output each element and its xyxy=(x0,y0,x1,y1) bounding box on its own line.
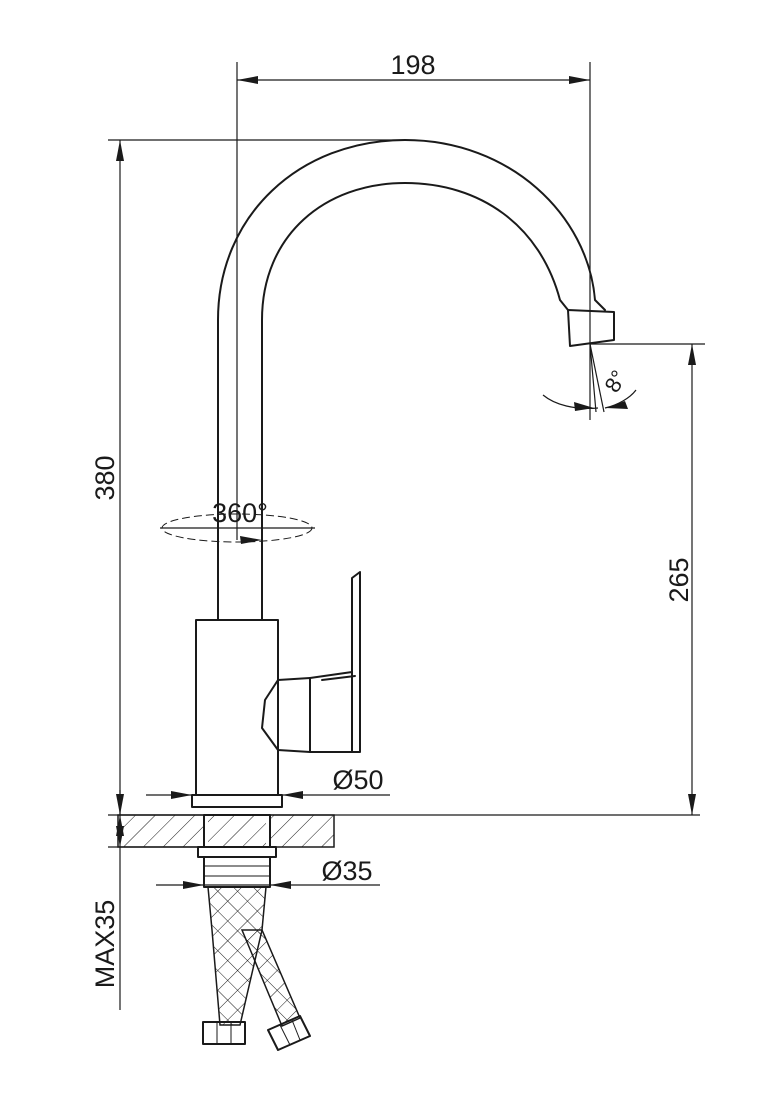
countertop-section xyxy=(108,814,700,848)
rotation-label: 360° xyxy=(212,498,268,528)
max-thickness-label: MAX35 xyxy=(90,900,120,989)
dimension-width: 198 xyxy=(236,50,591,540)
width-label: 198 xyxy=(390,50,435,80)
dimension-max-thickness: MAX35 xyxy=(90,790,204,1010)
supply-hoses xyxy=(202,886,311,1051)
angle-label: 8° xyxy=(599,366,631,397)
dimension-spout-height: 265 xyxy=(590,343,705,815)
height-label: 380 xyxy=(90,455,120,500)
dimension-height: 380 xyxy=(90,139,405,815)
dimension-base-diameter: Ø50 xyxy=(146,765,390,799)
rotation-indicator: 360° xyxy=(160,498,315,544)
shank-diameter-label: Ø35 xyxy=(321,856,372,886)
base-diameter-label: Ø50 xyxy=(332,765,383,795)
dimension-shank-diameter: Ø35 xyxy=(156,856,380,889)
spout-height-label: 265 xyxy=(664,557,694,602)
